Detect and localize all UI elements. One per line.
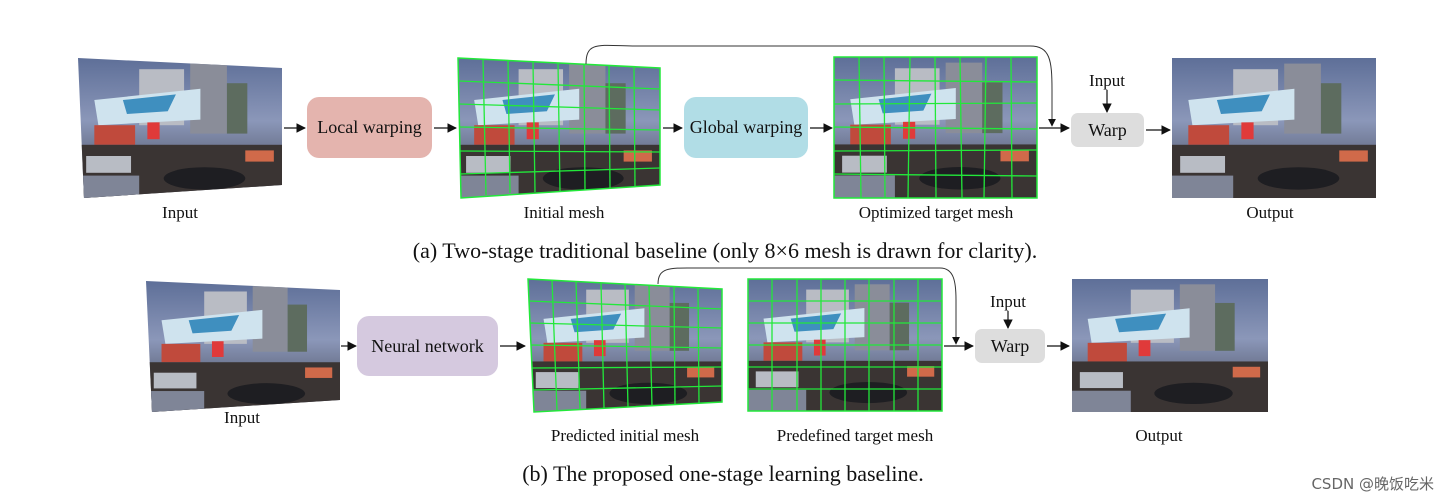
warp-box-a — [1071, 113, 1144, 147]
watermark: CSDN @晚饭吃米 — [1311, 475, 1434, 493]
initial-mesh-label: Initial mesh — [524, 203, 605, 222]
global-warping-box — [684, 97, 808, 158]
initial-mesh-image — [457, 57, 661, 199]
input-image-a — [78, 58, 282, 198]
optimized-target-mesh-label: Optimized target mesh — [859, 203, 1014, 222]
caption-a: (a) Two-stage traditional baseline (only… — [413, 238, 1037, 263]
warp-box-b — [975, 329, 1045, 363]
optimized-mesh-grid — [833, 56, 1038, 199]
predefined-target-mesh-label: Predefined target mesh — [777, 426, 934, 445]
output-image-a — [1172, 58, 1376, 198]
input-label-b: Input — [224, 408, 260, 427]
output-label-b: Output — [1135, 426, 1183, 445]
local-warping-label: Local warping — [317, 117, 421, 137]
input-label-a: Input — [162, 203, 198, 222]
warp-label-a: Warp — [1088, 120, 1127, 140]
local-warping-box — [307, 97, 432, 158]
predefined-mesh-grid — [747, 278, 943, 412]
predicted-mesh-grid — [527, 278, 723, 413]
optimized-target-mesh-image — [833, 56, 1038, 199]
warp-input-label-a: Input — [1089, 71, 1125, 90]
warp-label-b: Warp — [991, 336, 1030, 356]
predicted-initial-mesh-label: Predicted initial mesh — [551, 426, 700, 445]
predefined-target-mesh-image — [747, 278, 943, 412]
initial-mesh-grid — [457, 57, 661, 199]
neural-network-label: Neural network — [371, 336, 483, 356]
output-image-b — [1072, 279, 1268, 412]
skip-connection-b — [657, 267, 960, 345]
warp-input-label-b: Input — [990, 292, 1026, 311]
global-warping-label: Global warping — [690, 117, 802, 137]
predicted-initial-mesh-image — [527, 278, 723, 413]
skip-connection-a — [585, 44, 1056, 127]
input-image-b — [146, 281, 340, 412]
caption-b: (b) The proposed one-stage learning base… — [522, 461, 924, 486]
neural-network-box — [357, 316, 498, 376]
output-label-a: Output — [1246, 203, 1294, 222]
